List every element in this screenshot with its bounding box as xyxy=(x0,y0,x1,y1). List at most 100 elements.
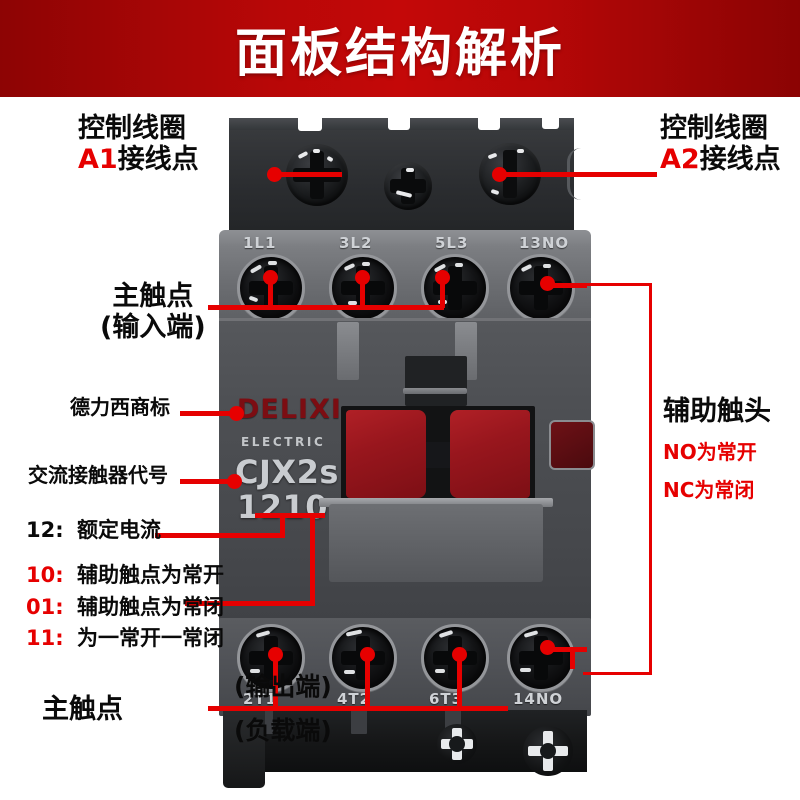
body-slot xyxy=(405,356,467,406)
leader-dot-coil-a1 xyxy=(267,167,282,182)
annotation-coil-a1-line1: 控制线圈 xyxy=(78,113,186,144)
annotation-coil-a1: 控制线圈 A1接线点 xyxy=(78,113,199,176)
main-terminal-2t1 xyxy=(237,624,305,692)
terminal-label-6t3: 6T3 xyxy=(429,690,464,708)
contactor-body: DELIXI ELECTRIC CJX2s 1210 xyxy=(219,318,595,636)
bracket-aux-contacts xyxy=(583,283,652,675)
annotation-main-output-top: (输出端) xyxy=(234,672,332,701)
leader-drop-1l1 xyxy=(268,278,273,308)
brand-logo-text: DELIXI xyxy=(237,394,342,425)
code-text: 辅助触点为常闭 xyxy=(76,594,224,619)
page-title: 面板结构解析 xyxy=(234,24,565,84)
code-legend-item: 11: 为一常开一常闭 xyxy=(26,626,224,651)
annotation-coil-a2-line2: A2接线点 xyxy=(660,144,781,176)
terminal-label-14no: 14NO xyxy=(513,690,564,708)
leader-dot-2t1 xyxy=(268,647,283,662)
annotation-main-input-line1: 主触点 xyxy=(112,281,194,312)
contactor-device-image: 1L1 3L2 5L3 13NO xyxy=(207,118,620,788)
annotation-main-input-line2: (输入端) xyxy=(100,312,206,344)
leader-dot-5l3 xyxy=(435,270,450,285)
leader-line-13no xyxy=(547,283,587,288)
status-window xyxy=(549,420,595,470)
model-code-text: CJX2s xyxy=(235,453,339,491)
annotation-aux-title: 辅助触头 xyxy=(663,396,771,427)
annotation-coil-a2-line1: 控制线圈 xyxy=(660,113,768,144)
foot-screw-left xyxy=(437,724,477,764)
label-a1: A1 xyxy=(78,144,118,176)
leader-dot-trademark xyxy=(229,406,244,421)
code-number: 12 xyxy=(26,518,56,542)
housing-notch xyxy=(298,118,322,131)
leader-line-trademark xyxy=(180,411,236,416)
code-text: 额定电流 xyxy=(76,518,161,542)
leader-line-model-code xyxy=(180,479,232,484)
code-number: 01 xyxy=(26,594,56,619)
leader-line-14no xyxy=(547,647,587,652)
leader-line-main-input xyxy=(208,305,444,310)
annotation-main-input: 主触点 (输入端) xyxy=(100,281,206,344)
lower-plate-lip xyxy=(319,498,553,507)
annotation-aux-no: NO为常开 xyxy=(663,440,757,465)
terminal-label-2t1: 2T1 xyxy=(243,690,278,708)
leader-dot-coil-a2 xyxy=(492,167,507,182)
code-text: 为一常开一常闭 xyxy=(76,626,224,651)
code-number: 11 xyxy=(26,626,56,651)
leader-line-rated-current xyxy=(155,533,285,538)
terminal-label-5l3: 5L3 xyxy=(435,234,469,252)
leader-dot-4t2 xyxy=(360,647,375,662)
leader-top-rated-current xyxy=(255,513,325,518)
terminal-label-1l1: 1L1 xyxy=(243,234,277,252)
code-legend-item: 10: 辅助触点为常开 xyxy=(26,563,224,588)
housing-notch xyxy=(542,118,559,129)
leader-line-aux-code xyxy=(185,601,315,606)
annotation-trademark: 德力西商标 xyxy=(70,395,170,419)
leader-drop-14no xyxy=(570,647,575,669)
leader-line-coil-a2 xyxy=(497,172,657,177)
annotation-aux-contacts: 辅助触头 NO为常开 NC为常闭 xyxy=(663,396,771,502)
leader-dot-3l2 xyxy=(355,270,370,285)
leader-dot-model-code xyxy=(227,474,242,489)
lower-terminal-block: 2T1 4T2 6T3 14NO xyxy=(219,618,591,716)
leader-dot-1l1 xyxy=(263,270,278,285)
terminal-label-3l2: 3L2 xyxy=(339,234,373,252)
foot-screw-right xyxy=(523,726,573,776)
main-terminal-5l3 xyxy=(421,254,489,322)
code-legend-item: 12: 额定电流 xyxy=(26,518,161,542)
leader-drop-4t2 xyxy=(365,655,370,709)
body-tab xyxy=(403,388,467,394)
actuator-well xyxy=(341,406,535,502)
leader-dot-6t3 xyxy=(452,647,467,662)
code-legend-list: 12: 额定电流 10: 辅助触点为常开 01: 辅助触点为常闭 11: 为一常… xyxy=(26,518,224,650)
leader-drop-rated-current xyxy=(280,513,285,538)
housing-notch xyxy=(388,118,410,130)
leader-drop-2t1 xyxy=(273,655,278,709)
code-text: 辅助触点为常开 xyxy=(76,563,224,588)
lower-plate xyxy=(329,504,543,582)
annotation-model-code: 交流接触器代号 xyxy=(28,463,168,487)
housing-notch xyxy=(478,118,500,130)
annotation-coil-a2: 控制线圈 A2接线点 xyxy=(660,113,781,176)
body-tab xyxy=(337,322,359,380)
label-a2: A2 xyxy=(660,144,700,176)
title-banner: 面板结构解析 xyxy=(0,0,800,97)
terminal-label-13no: 13NO xyxy=(519,234,570,252)
annotation-main-output-label: 主触点 xyxy=(42,694,123,725)
center-screw xyxy=(384,162,432,210)
leader-drop-5l3 xyxy=(440,278,445,308)
leader-drop-3l2 xyxy=(360,278,365,308)
actuator-bridge xyxy=(426,442,450,468)
annotation-aux-nc: NC为常闭 xyxy=(663,477,755,502)
code-legend-item: 01: 辅助触点为常闭 xyxy=(26,594,224,619)
leader-line-main-output xyxy=(208,706,508,711)
red-actuator-right xyxy=(450,410,530,498)
aux-terminal-14no xyxy=(507,624,575,692)
brand-subtitle: ELECTRIC xyxy=(241,435,326,449)
leader-line-coil-a1 xyxy=(272,172,342,177)
leader-drop-aux-code xyxy=(310,513,315,606)
code-number: 10 xyxy=(26,563,56,588)
din-rail-clip xyxy=(223,710,265,788)
annotation-coil-a1-line2: A1接线点 xyxy=(78,144,199,176)
red-actuator-left xyxy=(346,410,426,498)
mounting-foot xyxy=(223,710,587,788)
